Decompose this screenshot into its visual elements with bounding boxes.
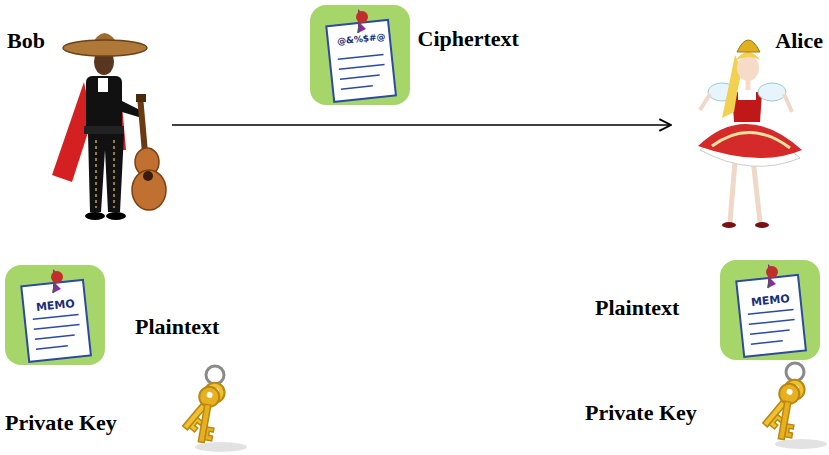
cipher-glyphs: @&%$#@ xyxy=(337,32,386,46)
figure-node: Bob xyxy=(5,25,170,225)
key-icon xyxy=(177,366,247,452)
memo-heading: MEMO xyxy=(751,293,791,308)
person-name: Alice xyxy=(775,29,823,53)
plaintext-label: Plaintext xyxy=(595,296,679,320)
key-icon xyxy=(757,363,827,449)
plaintext-label: Plaintext xyxy=(135,315,219,339)
person-name: Bob xyxy=(7,29,45,53)
key-label: Private Key xyxy=(585,401,697,425)
ciphertext-icon xyxy=(310,5,410,105)
alice-figure xyxy=(698,40,802,228)
figure-node: Alice xyxy=(675,25,825,235)
edge-label: Ciphertext xyxy=(418,27,519,51)
memo-heading: MEMO xyxy=(36,298,76,313)
key-label: Private Key xyxy=(5,411,117,435)
message-arrow xyxy=(172,124,671,126)
plaintext-icon xyxy=(720,260,820,360)
bob-figure xyxy=(52,33,166,220)
plaintext-icon xyxy=(5,265,105,365)
